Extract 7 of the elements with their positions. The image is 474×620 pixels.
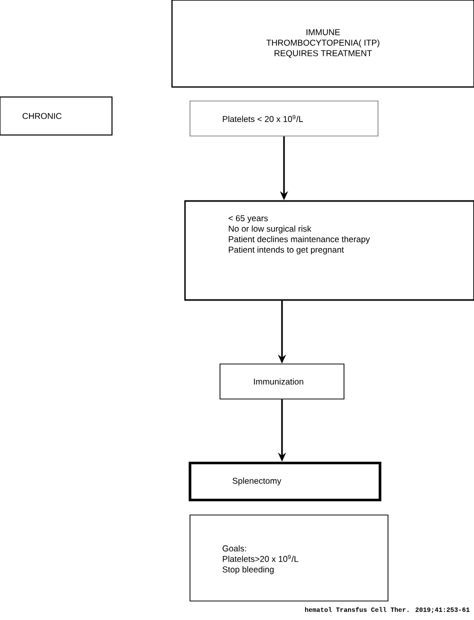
flow-box: Goals: Platelets>20 x 10$^{9}$/L Stop bleeding xyxy=(190,514,388,602)
flow-box: Splenectomy xyxy=(188,462,382,502)
flow-box: CHRONIC xyxy=(0,96,112,136)
flow-box: Platelets < 20 x 10$^{9}$/L xyxy=(190,100,378,136)
flow-box: < 65 years No or low surgical risk Patient declines maintenance therapy Patient intends to get pregnant xyxy=(184,200,474,301)
flow-box: Immunization xyxy=(220,364,344,400)
flow-box: IMMUNE THROMBOCYTOPENIA( ITP) REQUIRES TREATMENT xyxy=(171,0,474,88)
